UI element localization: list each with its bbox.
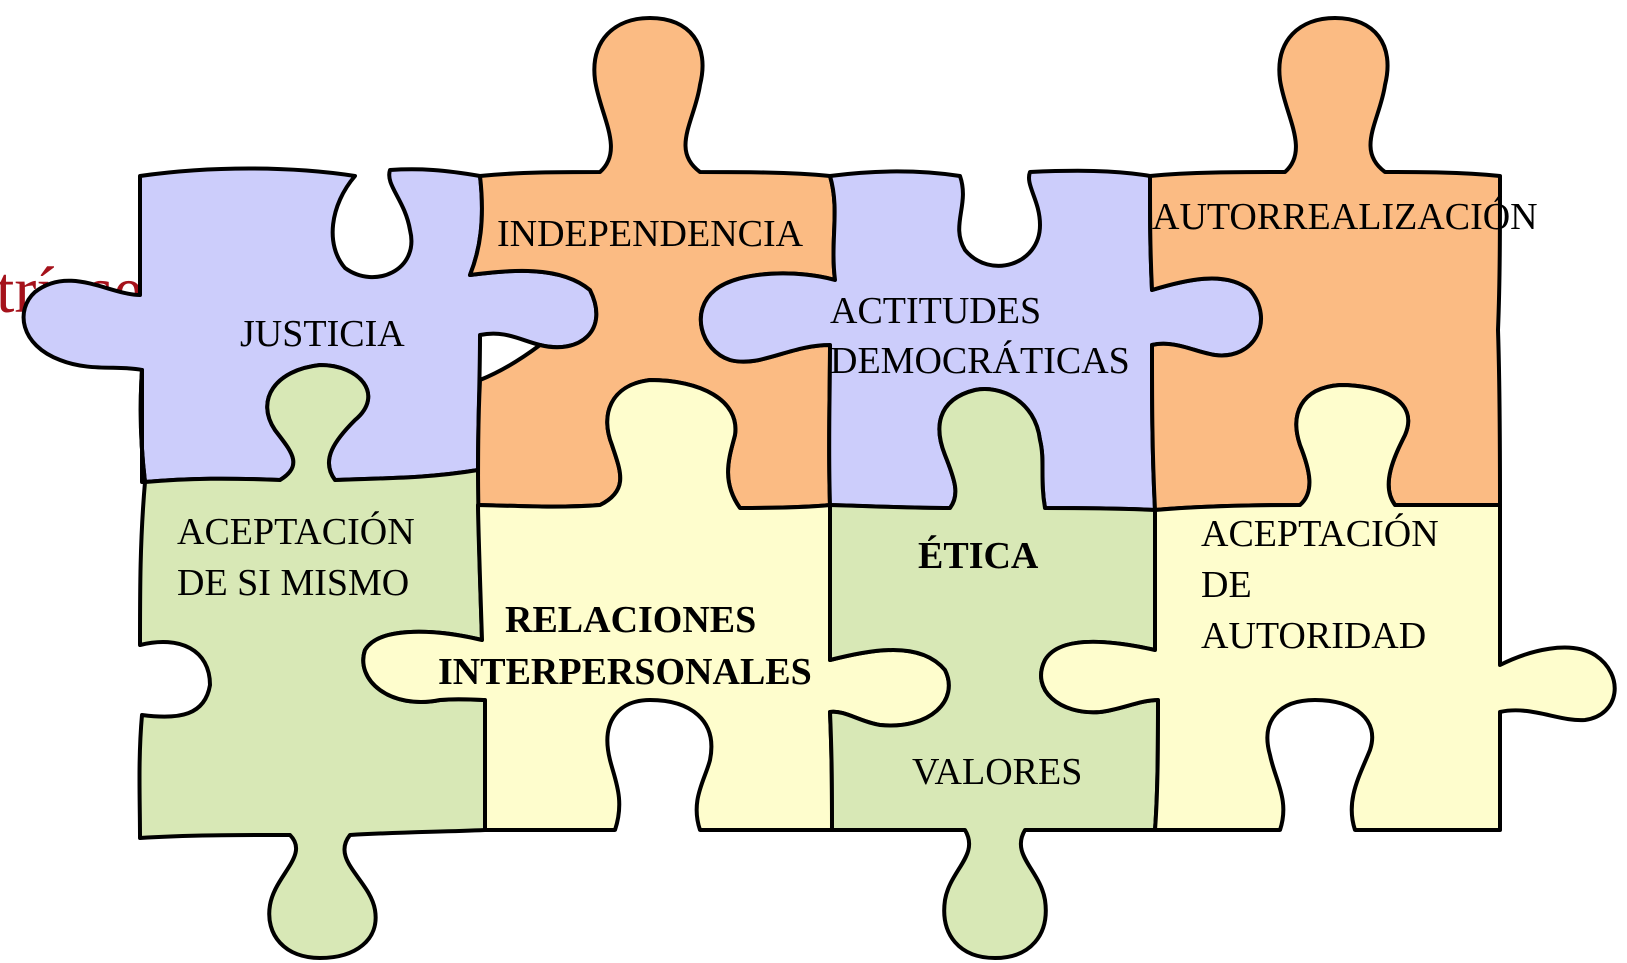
label-independencia: INDEPENDENCIA <box>497 213 804 255</box>
puzzle-piece-aceptacion-de-si-mismo <box>138 368 147 484</box>
puzzle-piece-etica <box>827 387 1160 960</box>
label-aceptacion-de-autoridad: ACEPTACIÓN DE AUTORIDAD <box>1201 513 1448 657</box>
puzzle-piece-aceptacion-de-autoridad <box>1039 383 1617 833</box>
label-valores: VALORES <box>912 751 1082 793</box>
label-etica: ÉTICA <box>918 535 1039 577</box>
label-aceptacion-de-si-mismo: ACEPTACIÓN DE SI MISMO <box>177 511 424 604</box>
label-relaciones-interpersonales: RELACIONES INTERPERSONALES <box>438 599 812 693</box>
label-actitudes-democraticas: ACTITUDES DEMOCRÁTICAS <box>830 290 1130 382</box>
label-autorrealizacion: AUTORREALIZACIÓN <box>1152 196 1538 238</box>
label-justicia: JUSTICIA <box>240 313 405 355</box>
